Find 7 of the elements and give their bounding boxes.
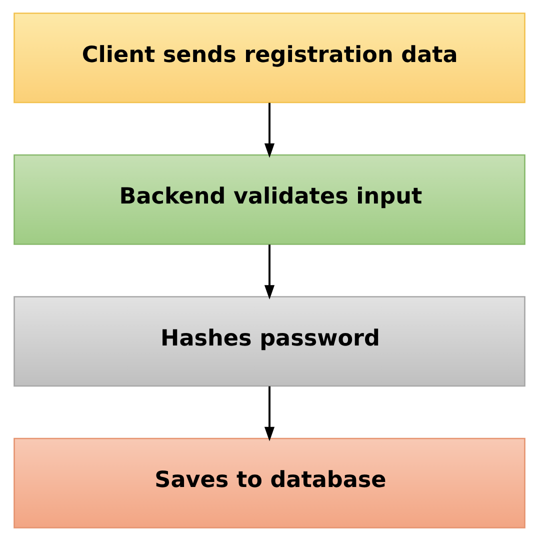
arrow [264, 244, 274, 300]
node-box: Saves to database [13, 438, 525, 528]
arrow [264, 102, 274, 158]
node-box: Client sends registration data [13, 12, 525, 104]
node-box: Hashes password [13, 296, 525, 387]
node-box: Backend validates input [13, 154, 525, 245]
arrow [264, 386, 274, 442]
